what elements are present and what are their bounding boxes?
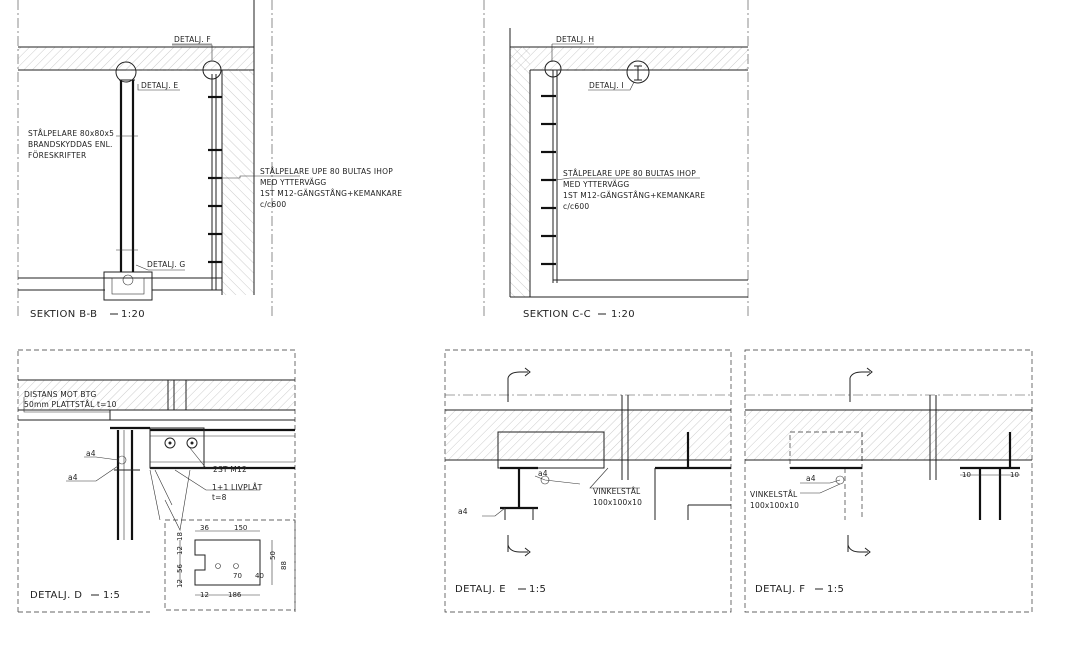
detail-h-label: DETALJ. H [556, 35, 594, 44]
weld-a4-e1: a4 [538, 469, 548, 478]
dim-150: 150 [234, 524, 247, 532]
detail-d-scale: 1:5 [103, 590, 120, 601]
section-bb-scale: 1:20 [121, 309, 145, 320]
bolt-2 [186, 437, 198, 449]
weld-a4-e2: a4 [458, 507, 468, 516]
distance-note-1: DISTANS MOT BTG [24, 390, 97, 399]
distance-note-2: 50mm PLATTSTÅL t=10 [24, 400, 117, 409]
section-bb: DETALJ. F DETALJ. E DETALJ. G STÅLPELARE… [17, 0, 402, 320]
detail-e-title: DETALJ. E [455, 584, 506, 595]
wall-note-cc-4: c/c600 [563, 202, 589, 211]
section-cc-scale: 1:20 [611, 309, 635, 320]
detail-e-scale: 1:5 [529, 584, 546, 595]
bolt-1 [164, 437, 176, 449]
wall-note-bb-1: STÅLPELARE UPE 80 BULTAS IHOP [260, 167, 393, 176]
angle-note-e-1: VINKELSTÅL [593, 487, 641, 496]
section-cc-title: SEKTION C-C [523, 309, 591, 320]
plate-note-1: 1+1 LIVPLÅT [212, 483, 263, 492]
weld-a4-d2: a4 [68, 473, 78, 482]
dim-12c: 12 [200, 591, 209, 599]
dim-186: 186 [228, 591, 242, 599]
bolt-note: 2ST M12 [213, 465, 247, 474]
dim-f-10b: 10 [1010, 471, 1019, 479]
detail-e-label-bb: DETALJ. E [141, 81, 178, 90]
dim-36: 36 [200, 524, 209, 532]
detail-h-marker [544, 60, 562, 78]
column-note-2: BRANDSKYDDAS ENL. [28, 140, 113, 149]
wall-note-bb-2: MED YTTERVÄGG [260, 178, 326, 187]
angle-note-e-2: 100x100x10 [593, 498, 642, 507]
dim-56: 56 [176, 564, 184, 573]
detail-g-label: DETALJ. G [147, 260, 185, 269]
wall-note-bb-4: c/c600 [260, 200, 286, 209]
wall-note-cc-3: 1ST M12-GÄNGSTÅNG+KEMANKARE [563, 191, 705, 200]
column-note-1: STÅLPELARE 80x80x5 [28, 129, 114, 138]
angle-note-f-1: VINKELSTÅL [750, 490, 798, 499]
weld-a4-d1: a4 [86, 449, 96, 458]
fin-plate [194, 539, 261, 586]
detail-i-label: DETALJ. I [589, 81, 624, 90]
weld-a4-f: a4 [806, 474, 816, 483]
detail-f-scale: 1:5 [827, 584, 844, 595]
column-note-3: FÖRESKRIFTER [28, 151, 86, 160]
dim-88: 88 [280, 561, 288, 570]
detail-i-marker [626, 60, 650, 84]
dim-f-10a: 10 [962, 471, 971, 479]
detail-f-label-bb: DETALJ. F [174, 35, 211, 44]
wall-note-cc-1: STÅLPELARE UPE 80 BULTAS IHOP [563, 169, 696, 178]
detail-e-marker [115, 61, 137, 83]
angle-note-f-2: 100x100x10 [750, 501, 799, 510]
dim-12b: 12 [176, 579, 184, 588]
detail-f-marker [202, 60, 222, 80]
section-bb-title: SEKTION B-B [30, 309, 97, 320]
dim-12a: 12 [176, 546, 184, 555]
wall-note-cc-2: MED YTTERVÄGG [563, 180, 629, 189]
dim-50: 50 [269, 551, 277, 560]
dim-40: 40 [255, 572, 264, 580]
dim-70: 70 [233, 572, 242, 580]
plate-note-2: t=8 [212, 493, 227, 502]
detail-d: DISTANS MOT BTG 50mm PLATTSTÅL t=10 a4 a… [17, 349, 296, 613]
section-cc: DETALJ. H DETALJ. I STÅLPELARE UPE 80 BU… [483, 0, 749, 320]
wall-note-bb-3: 1ST M12-GÄNGSTÅNG+KEMANKARE [260, 189, 402, 198]
detail-e: a4 a4 VINKELSTÅL 100x100x10 DETALJ. E 1:… [444, 349, 732, 613]
detail-g-marker [122, 274, 134, 286]
detail-d-title: DETALJ. D [30, 590, 82, 601]
dim-18: 18 [176, 532, 184, 541]
detail-f-title: DETALJ. F [755, 584, 805, 595]
detail-f: a4 VINKELSTÅL 100x100x10 10 10 DETALJ. F… [744, 349, 1033, 613]
